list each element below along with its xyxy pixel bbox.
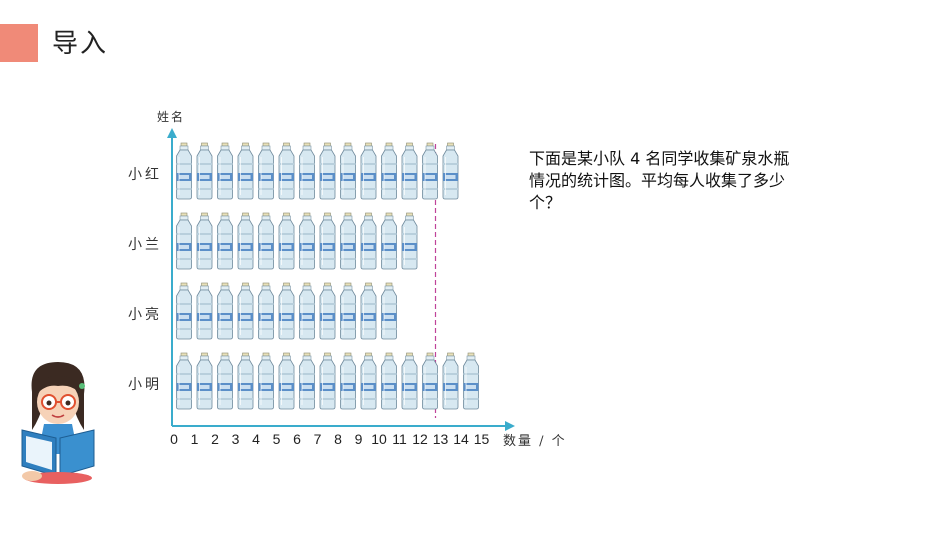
x-tick-label: 7 <box>313 431 322 447</box>
bottle-icon <box>217 352 233 410</box>
bottle-icon <box>217 142 233 200</box>
bottle-icon <box>401 212 418 270</box>
x-tick-label: 11 <box>392 431 407 447</box>
bottle-icon <box>340 212 356 270</box>
bottle-icon <box>381 212 397 270</box>
x-axis-label: 数量 / 个 <box>503 434 567 449</box>
bottle-icon <box>381 142 397 200</box>
bar-小红 <box>176 142 459 200</box>
bottle-icon <box>237 142 254 200</box>
x-tick-label: 10 <box>371 431 387 447</box>
slide-title: 导入 <box>52 29 109 59</box>
bottle-icon <box>401 142 418 200</box>
bottle-icon <box>278 282 295 340</box>
bottle-icon <box>278 212 295 270</box>
bottle-icon <box>299 282 315 340</box>
bottle-icon <box>278 142 295 200</box>
bottle-icon <box>422 142 438 200</box>
bottle-icon <box>360 352 377 410</box>
category-label: 小红 <box>128 167 162 183</box>
bottle-icon <box>319 212 336 270</box>
bar-小亮 <box>176 282 397 340</box>
x-tick-label: 8 <box>334 431 342 447</box>
bottle-icon <box>381 282 397 340</box>
x-tick-label: 13 <box>432 431 449 447</box>
category-label: 小明 <box>128 377 162 393</box>
bottle-icon <box>360 212 377 270</box>
bar-小明 <box>176 352 479 410</box>
bottle-icon <box>217 212 233 270</box>
title-accent-bar <box>0 24 38 62</box>
bottle-icon <box>196 142 213 200</box>
bottle-icon <box>442 352 459 410</box>
bottle-icon <box>463 352 479 410</box>
bottle-icon <box>176 282 192 340</box>
x-tick-label: 1 <box>190 431 199 447</box>
bottle-icon <box>258 352 274 410</box>
bar-小兰 <box>176 212 418 270</box>
bottle-icon <box>401 352 418 410</box>
question-text: 下面是某小队 4 名同学收集矿泉水瓶情况的统计图。平均每人收集了多少个？ <box>529 149 790 212</box>
bottle-icon <box>217 282 233 340</box>
bottle-icon <box>176 212 192 270</box>
bottle-icon <box>381 352 397 410</box>
bottle-icon <box>340 352 356 410</box>
y-axis-label: 姓名 <box>157 110 186 124</box>
x-tick-label: 0 <box>170 431 178 447</box>
category-label: 小兰 <box>128 237 162 253</box>
bottle-icon <box>258 142 274 200</box>
bottle-icon <box>258 212 274 270</box>
x-axis-arrow <box>505 421 515 431</box>
bottle-icon <box>299 142 315 200</box>
bottle-icon <box>196 212 213 270</box>
bottle-icon <box>360 282 377 340</box>
x-tick-label: 15 <box>473 431 490 447</box>
bottle-icon <box>340 282 356 340</box>
bottle-icon <box>258 282 274 340</box>
x-tick-label: 12 <box>412 431 428 447</box>
bottle-icon <box>237 352 254 410</box>
bottle-icon <box>319 352 336 410</box>
x-tick-label: 6 <box>293 431 301 447</box>
bottle-icon <box>422 352 438 410</box>
bottle-icon <box>278 352 295 410</box>
bottle-icon <box>360 142 377 200</box>
bottle-icon <box>196 282 213 340</box>
x-tick-label: 2 <box>211 431 219 447</box>
bottle-icon <box>319 282 336 340</box>
category-label: 小亮 <box>128 307 162 323</box>
bottle-icon <box>176 142 192 200</box>
x-tick-label: 4 <box>252 431 260 447</box>
bottle-icon <box>340 142 356 200</box>
bottle-icon <box>319 142 336 200</box>
x-tick-label: 3 <box>231 431 240 447</box>
x-tick-label: 9 <box>354 431 363 447</box>
y-axis-arrow <box>167 128 177 138</box>
bottle-icon <box>299 352 315 410</box>
bottle-icon <box>196 352 213 410</box>
reading-girl-illustration <box>21 362 95 484</box>
bottle-icon <box>237 212 254 270</box>
x-tick-label: 14 <box>453 431 469 447</box>
bottle-icon <box>237 282 254 340</box>
bottle-icon <box>442 142 459 200</box>
x-tick-label: 5 <box>272 431 281 447</box>
bottle-icon <box>299 212 315 270</box>
bottle-icon <box>176 352 192 410</box>
